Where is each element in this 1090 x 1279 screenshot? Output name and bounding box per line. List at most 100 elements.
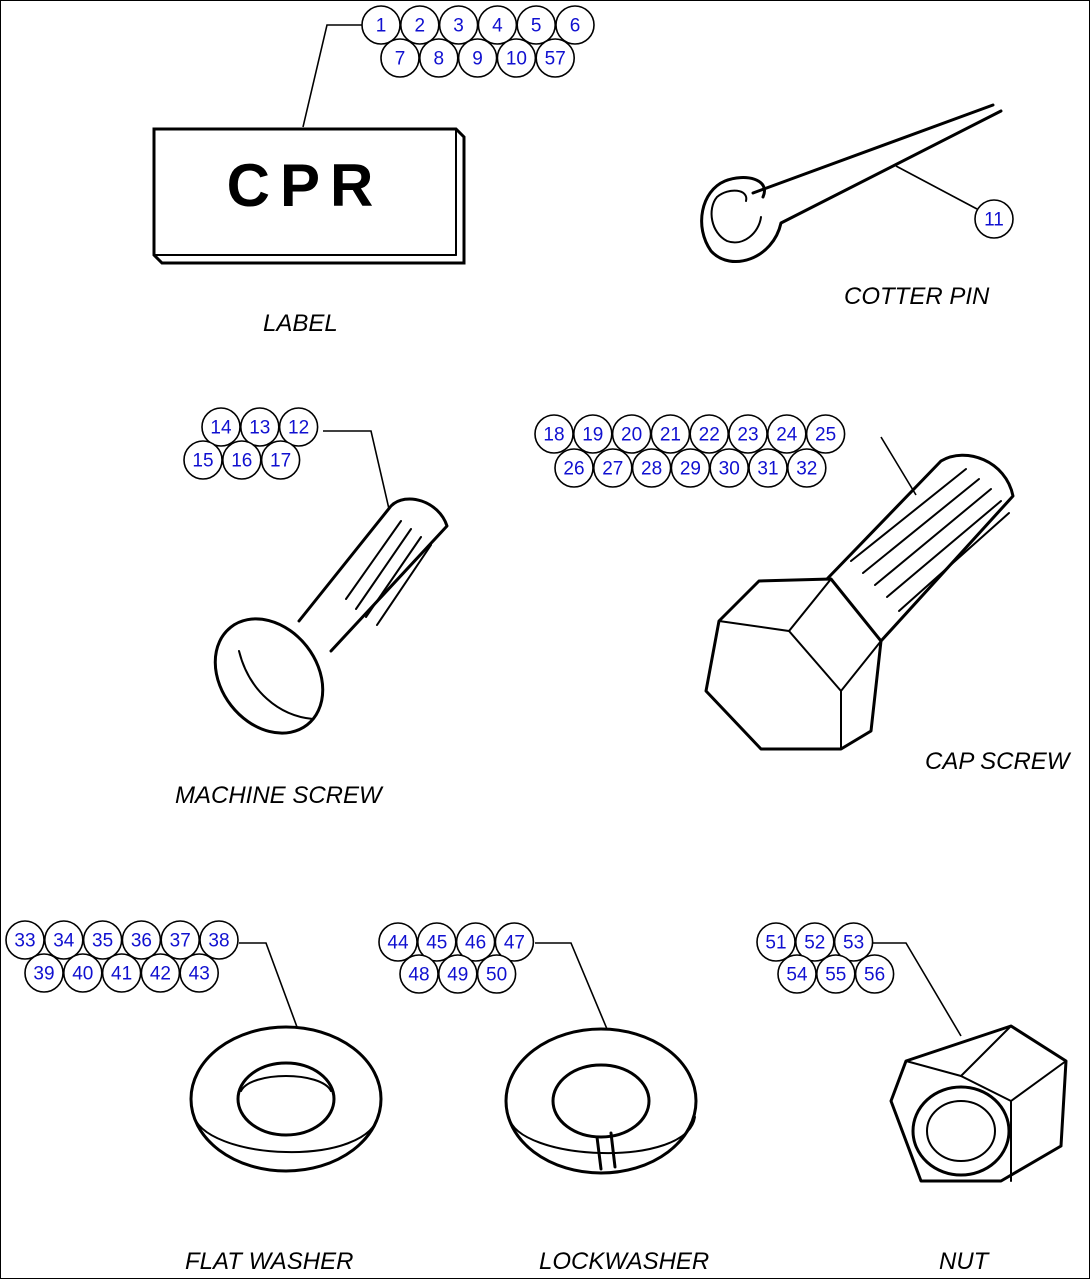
callout-number: 9	[472, 49, 483, 70]
callout-bubble-43: 43	[179, 953, 219, 993]
callout-bubble-37: 37	[160, 920, 200, 960]
callout-bubble-30: 30	[709, 448, 750, 488]
callout-bubble-9: 9	[457, 38, 498, 78]
lockwasher-drawing	[504, 942, 698, 1175]
callout-bubble-50: 50	[476, 954, 517, 994]
callout-bubble-7: 7	[380, 38, 420, 78]
callout-bubble-42: 42	[140, 953, 181, 993]
callout-bubble-11: 11	[974, 199, 1014, 239]
callout-number: 26	[563, 459, 584, 480]
callout-bubble-31: 31	[748, 448, 788, 488]
callout-number: 33	[14, 931, 35, 952]
callout-bubble-41: 41	[101, 953, 142, 993]
callout-number: 18	[543, 425, 564, 446]
callout-number: 49	[447, 965, 468, 986]
callout-circle	[179, 953, 219, 993]
part-name-cap-screw: CAP SCREW	[925, 748, 1072, 775]
callout-bubble-44: 44	[378, 922, 418, 962]
callout-bubble-49: 49	[437, 954, 478, 994]
callout-number: 25	[815, 425, 836, 446]
callout-bubble-35: 35	[82, 920, 123, 960]
part-name-cotter-pin: COTTER PIN	[844, 283, 990, 310]
callout-bubble-24: 24	[766, 414, 807, 454]
callout-number: 57	[545, 49, 566, 70]
callout-number: 48	[408, 965, 429, 986]
callout-number: 41	[111, 964, 132, 985]
cotter-pin-drawing	[700, 103, 1003, 263]
callout-bubble-6: 6	[555, 5, 595, 45]
callout-circle	[140, 953, 181, 993]
part-name-lockwasher: LOCKWASHER	[539, 1248, 709, 1275]
callout-bubble-18: 18	[534, 414, 574, 454]
callout-circle	[199, 920, 239, 960]
callout-bubble-36: 36	[121, 920, 162, 960]
callout-bubble-4: 4	[477, 5, 518, 45]
callout-circle	[476, 954, 517, 994]
callout-number: 56	[864, 965, 885, 986]
callout-bubble-14: 14	[201, 407, 241, 447]
callout-number: 47	[504, 933, 525, 954]
label-drawing: CPR	[152, 24, 466, 265]
callout-number: 28	[641, 459, 662, 480]
callout-bubble-28: 28	[631, 448, 672, 488]
callout-bubble-54: 54	[777, 954, 817, 994]
callout-bubble-25: 25	[805, 414, 846, 454]
callout-number: 24	[776, 425, 798, 446]
callout-number: 52	[804, 933, 825, 954]
callout-number: 13	[249, 418, 270, 439]
callout-circle	[833, 922, 874, 962]
callout-number: 23	[737, 425, 758, 446]
callout-bubble-38: 38	[199, 920, 239, 960]
callout-number: 31	[757, 459, 778, 480]
callout-number: 55	[825, 965, 846, 986]
callout-circle	[260, 440, 301, 480]
callout-circle	[494, 922, 535, 962]
callout-circle	[437, 954, 478, 994]
callout-number: 29	[680, 459, 701, 480]
callout-number: 5	[531, 16, 542, 37]
callout-circle	[24, 953, 64, 993]
callout-number: 20	[621, 425, 642, 446]
callout-bubble-34: 34	[43, 920, 84, 960]
callout-number: 39	[33, 964, 54, 985]
callout-number: 35	[92, 931, 113, 952]
callout-circle	[457, 38, 498, 78]
callout-number: 16	[231, 451, 252, 472]
callout-number: 1	[376, 16, 387, 37]
callout-number: 37	[170, 931, 191, 952]
callout-bubble-29: 29	[670, 448, 711, 488]
callout-number: 42	[150, 964, 171, 985]
callout-number: 36	[131, 931, 152, 952]
callout-bubble-23: 23	[728, 414, 768, 454]
callout-circle	[611, 414, 652, 454]
callout-number: 32	[796, 459, 817, 480]
callout-number: 50	[486, 965, 507, 986]
callout-circle	[121, 920, 162, 960]
callout-bubble-5: 5	[516, 5, 557, 45]
callout-circle	[222, 440, 262, 480]
callout-circle	[455, 922, 496, 962]
callout-bubble-16: 16	[222, 440, 262, 480]
callout-circle	[786, 448, 827, 488]
callout-number: 43	[189, 964, 210, 985]
label-text: CPR	[227, 152, 384, 219]
callout-bubble-15: 15	[183, 440, 223, 480]
part-name-machine-screw: MACHINE SCREW	[175, 782, 384, 809]
callout-number: 21	[660, 425, 681, 446]
callout-bubble-47: 47	[494, 922, 535, 962]
callout-bubble-20: 20	[611, 414, 652, 454]
callout-number: 15	[192, 451, 213, 472]
callout-number: 10	[506, 49, 527, 70]
callout-circle	[631, 448, 672, 488]
callout-number: 8	[434, 49, 445, 70]
callout-bubble-32: 32	[786, 448, 827, 488]
callout-number: 44	[387, 933, 409, 954]
callout-circle	[974, 199, 1014, 239]
callout-bubble-45: 45	[416, 922, 457, 962]
callout-number: 54	[786, 965, 808, 986]
callout-bubble-1: 1	[361, 5, 401, 45]
callout-bubble-56: 56	[854, 954, 895, 994]
callout-bubble-33: 33	[5, 920, 45, 960]
